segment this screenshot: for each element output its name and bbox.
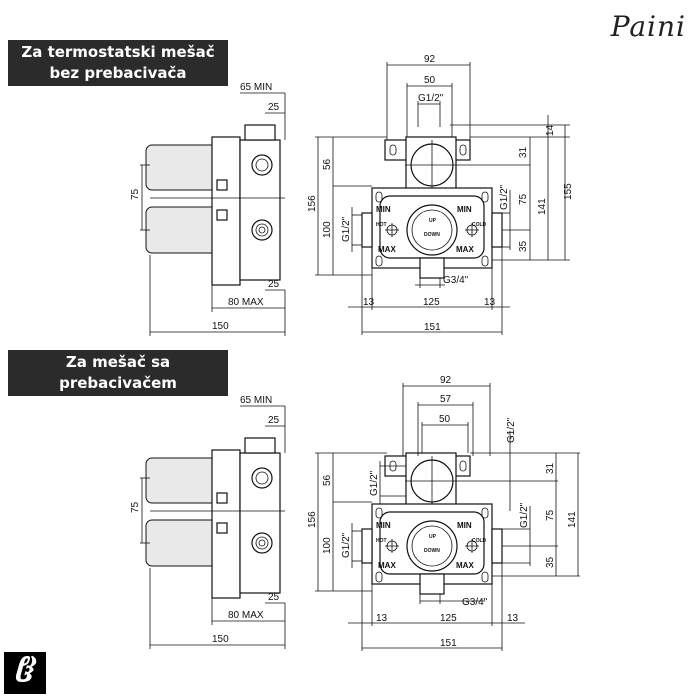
dim-100: 100 xyxy=(322,221,333,238)
down-label: DOWN xyxy=(424,232,440,238)
dim-100: 100 xyxy=(322,537,333,554)
max-label: MAX xyxy=(378,245,396,254)
title-box-thermostatic: Za termostatski mešač bez prebacivača xyxy=(8,40,228,86)
dim-75: 75 xyxy=(130,188,141,200)
dim-35: 35 xyxy=(545,556,556,568)
dim-35: 35 xyxy=(518,240,529,252)
dim-65-min: 65 MIN xyxy=(240,82,272,93)
dim-150: 150 xyxy=(212,634,229,645)
corner-logo-icon: ჱ xyxy=(4,652,46,694)
dim-31: 31 xyxy=(545,462,556,474)
dim-156: 156 xyxy=(307,511,318,528)
cold-label: COLD xyxy=(472,538,487,544)
dim-25-top: 25 xyxy=(268,102,280,113)
min-label: MIN xyxy=(457,205,472,214)
dim-80-max: 80 MAX xyxy=(228,297,264,308)
side-view-bottom: 65 MIN 25 75 25 80 MAX 150 xyxy=(130,395,286,649)
dim-80-max: 80 MAX xyxy=(228,610,264,621)
dim-g34: G3/4" xyxy=(462,597,488,608)
dim-13-left: 13 xyxy=(363,297,375,308)
title-line: prebacivačem xyxy=(59,374,177,392)
front-view-top: MIN MIN MAX MAX HOT COLD UP DOWN 92 50 G… xyxy=(307,54,574,335)
dim-75: 75 xyxy=(130,501,141,513)
dim-g12-left-top: G1/2" xyxy=(369,470,380,496)
dim-g34: G3/4" xyxy=(443,275,469,286)
min-label: MIN xyxy=(376,521,391,530)
dim-92: 92 xyxy=(440,375,452,386)
dim-13-right: 13 xyxy=(507,613,519,624)
dim-56: 56 xyxy=(322,158,333,170)
dim-25-bottom: 25 xyxy=(268,592,280,603)
dim-g12-right: G1/2" xyxy=(519,502,530,528)
title-line: Za mešač sa xyxy=(65,353,171,371)
dim-75: 75 xyxy=(545,509,556,521)
dim-g12-right: G1/2" xyxy=(499,184,510,210)
dim-151: 151 xyxy=(424,322,441,333)
dim-g12-top: G1/2" xyxy=(418,93,444,104)
title-line: Za termostatski mešač xyxy=(21,43,215,61)
cold-label: COLD xyxy=(472,222,487,228)
dim-31: 31 xyxy=(518,146,529,158)
title-box-diverter: Za mešač sa prebacivačem xyxy=(8,350,228,396)
min-label: MIN xyxy=(376,205,391,214)
dim-25-bottom: 25 xyxy=(268,279,280,290)
dim-g12-left: G1/2" xyxy=(341,216,352,242)
max-label: MAX xyxy=(378,561,396,570)
front-view-bottom: MIN MIN MAX MAX HOT COLD UP DOWN 92 57 5… xyxy=(307,375,580,651)
dim-156: 156 xyxy=(307,195,318,212)
dim-13-right: 13 xyxy=(484,297,496,308)
hot-label: HOT xyxy=(376,538,387,544)
dim-g12-top-right: G1/2" xyxy=(506,417,517,443)
dim-56: 56 xyxy=(322,474,333,486)
dim-50: 50 xyxy=(424,75,436,86)
dim-14: 14 xyxy=(545,124,556,136)
min-label: MIN xyxy=(457,521,472,530)
dim-141: 141 xyxy=(537,198,548,215)
dim-57: 57 xyxy=(440,394,452,405)
hot-label: HOT xyxy=(376,222,387,228)
max-label: MAX xyxy=(456,561,474,570)
dim-151: 151 xyxy=(440,638,457,649)
side-view-top: 65 MIN 25 75 25 80 MAX 150 xyxy=(130,82,286,336)
dim-65-min: 65 MIN xyxy=(240,395,272,406)
max-label: MAX xyxy=(456,245,474,254)
dim-13-left: 13 xyxy=(376,613,388,624)
dim-25-top: 25 xyxy=(268,415,280,426)
down-label: DOWN xyxy=(424,548,440,554)
dim-141: 141 xyxy=(567,511,578,528)
dim-75: 75 xyxy=(518,193,529,205)
title-line: bez prebacivača xyxy=(49,64,187,82)
dim-150: 150 xyxy=(212,321,229,332)
brand-logo: Paini xyxy=(610,10,686,43)
dim-50: 50 xyxy=(439,414,451,425)
up-label: UP xyxy=(429,534,437,540)
up-label: UP xyxy=(429,218,437,224)
dim-125: 125 xyxy=(423,297,440,308)
dim-155: 155 xyxy=(563,183,574,200)
dim-125: 125 xyxy=(440,613,457,624)
dim-92: 92 xyxy=(424,54,436,65)
dim-g12-left: G1/2" xyxy=(341,532,352,558)
